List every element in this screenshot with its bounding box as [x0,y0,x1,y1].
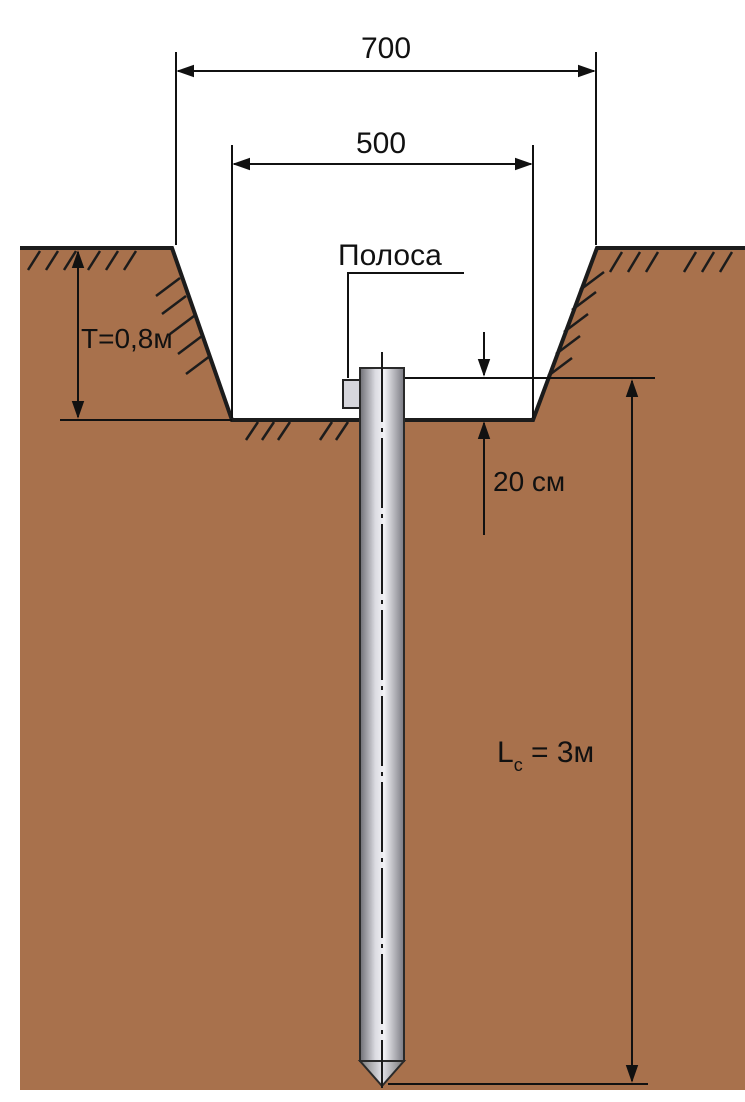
depth-label: T=0,8м [81,323,173,354]
rod-length-subscript: c [514,755,523,775]
dim-700-extension-lines [175,52,597,245]
offset-label: 20 см [493,466,565,497]
rod-length-symbol: L [497,736,514,769]
dim-500-label: 500 [356,127,406,160]
strip-label: Полоса [338,239,442,272]
strip-leader-line [347,272,464,378]
dim-500-extension-lines [231,145,534,418]
rod-length-value: = 3м [523,736,595,769]
rod-length-label: Lc = 3м [497,736,594,775]
surface-hatch-right [608,251,734,273]
slope-hatch-right [547,271,605,377]
dim-700-label: 700 [361,32,411,65]
steel-strip [342,379,361,409]
slope-hatch-left [155,277,211,375]
bottom-hatch [244,421,350,441]
